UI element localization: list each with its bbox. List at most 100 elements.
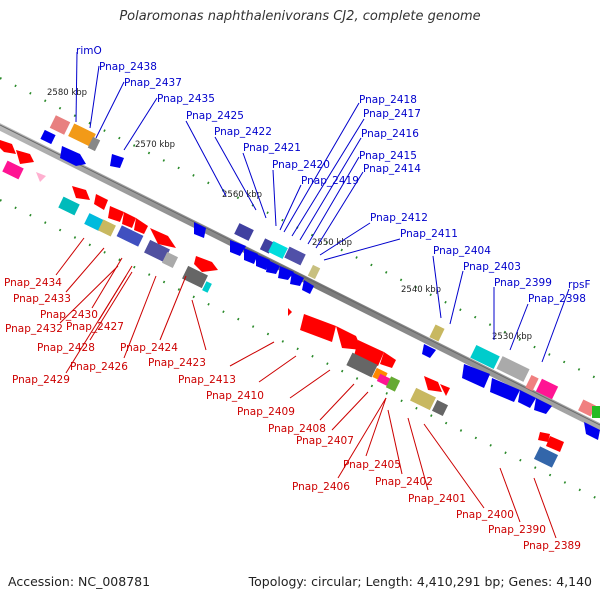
gene-feature	[278, 266, 294, 280]
gene-feature	[440, 384, 450, 396]
gene-label-Pnap_2411: Pnap_2411	[400, 228, 458, 240]
gene-label-Pnap_2404: Pnap_2404	[433, 245, 491, 257]
gene-feature	[60, 146, 86, 166]
gene-feature	[290, 272, 304, 286]
gene-label-Pnap_2401: Pnap_2401	[408, 493, 466, 505]
genome-summary-text: Topology: circular; Length: 4,410,291 bp…	[248, 574, 592, 589]
gene-label-Pnap_2438: Pnap_2438	[99, 61, 157, 73]
gene-feature	[354, 340, 384, 366]
gene-feature	[584, 422, 600, 440]
gene-feature	[385, 376, 401, 392]
gene-label-Pnap_2430: Pnap_2430	[40, 309, 98, 321]
gene-feature	[538, 432, 550, 442]
gene-feature	[256, 254, 270, 270]
gene-label-Pnap_2422: Pnap_2422	[214, 126, 272, 138]
gene-feature	[144, 239, 170, 263]
gene-feature	[533, 446, 559, 468]
gene-feature	[49, 115, 71, 135]
gene-label-Pnap_2421: Pnap_2421	[243, 142, 301, 154]
gene-feature	[284, 246, 306, 266]
gene-feature	[2, 160, 24, 180]
gene-label-Pnap_2399: Pnap_2399	[494, 277, 552, 289]
gene-label-Pnap_2406: Pnap_2406	[292, 481, 350, 493]
gene-label-Pnap_2417: Pnap_2417	[363, 108, 421, 120]
gene-feature	[535, 378, 559, 400]
gene-label-Pnap_2390: Pnap_2390	[488, 524, 546, 536]
gene-label-Pnap_2403: Pnap_2403	[463, 261, 521, 273]
gene-feature	[234, 223, 254, 241]
gene-label-Pnap_2420: Pnap_2420	[272, 159, 330, 171]
gene-feature	[244, 248, 258, 264]
gene-feature	[194, 256, 218, 272]
gene-feature	[592, 406, 600, 418]
gene-feature	[307, 264, 321, 280]
gene-feature	[410, 387, 436, 411]
gene-label-Pnap_2410: Pnap_2410	[206, 390, 264, 402]
gene-label-Pnap_2415: Pnap_2415	[359, 150, 417, 162]
gene-feature	[268, 241, 288, 259]
gene-feature	[68, 123, 96, 147]
gene-feature	[470, 345, 500, 369]
gene-feature	[578, 399, 596, 417]
gene-label-Pnap_2437: Pnap_2437	[124, 77, 182, 89]
gene-label-Pnap_2433: Pnap_2433	[13, 293, 71, 305]
tick-2550-kbp: 2550 kbp	[312, 238, 352, 248]
gene-feature	[110, 154, 124, 168]
gene-feature	[202, 281, 212, 293]
gene-feature	[288, 308, 292, 316]
gene-label-Pnap_2432: Pnap_2432	[5, 323, 63, 335]
gene-feature	[150, 228, 176, 248]
gene-feature	[462, 364, 490, 388]
gene-label-rimO: rimO	[76, 45, 102, 57]
gene-label-Pnap_2398: Pnap_2398	[528, 293, 586, 305]
gene-label-Pnap_2426: Pnap_2426	[70, 361, 128, 373]
tick-2580-kbp: 2580 kbp	[47, 88, 87, 98]
gene-feature	[0, 140, 16, 154]
gene-label-Pnap_2429: Pnap_2429	[12, 374, 70, 386]
gene-label-Pnap_2424: Pnap_2424	[120, 342, 178, 354]
gene-label-Pnap_2405: Pnap_2405	[343, 459, 401, 471]
gene-feature	[87, 136, 101, 152]
gene-feature	[58, 196, 80, 216]
gene-feature	[380, 352, 396, 368]
scale-ticks: 2580 kbp 2570 kbp 2560 kbp 2550 kbp 2540…	[47, 88, 532, 342]
gene-label-Pnap_2413: Pnap_2413	[178, 374, 236, 386]
gene-feature	[108, 206, 124, 222]
gene-label-Pnap_2416: Pnap_2416	[361, 128, 419, 140]
gene-label-rpsF: rpsF	[568, 279, 591, 291]
gene-label-Pnap_2427: Pnap_2427	[66, 321, 124, 333]
tick-2540-kbp: 2540 kbp	[401, 285, 441, 295]
gene-feature	[84, 213, 104, 231]
gene-feature	[98, 219, 116, 237]
gene-label-Pnap_2425: Pnap_2425	[186, 110, 244, 122]
gene-feature	[40, 129, 56, 145]
gene-label-Pnap_2409: Pnap_2409	[237, 406, 295, 418]
gene-label-Pnap_2412: Pnap_2412	[370, 212, 428, 224]
gene-feature	[116, 225, 144, 247]
gene-feature	[194, 222, 206, 238]
gene-feature	[72, 186, 90, 200]
gene-feature	[546, 436, 564, 452]
figure-title: Polaromonas naphthalenivorans CJ2, compl…	[119, 9, 481, 24]
gene-feature	[431, 399, 449, 417]
gene-feature	[266, 260, 280, 274]
gene-feature	[36, 172, 46, 182]
gene-feature	[525, 374, 539, 392]
gene-feature	[230, 240, 246, 256]
gene-label-Pnap_2414: Pnap_2414	[363, 163, 421, 175]
gene-feature	[429, 324, 445, 342]
reverse-strand-genes	[0, 140, 564, 468]
gene-feature	[122, 212, 136, 228]
gene-feature	[346, 352, 378, 378]
gene-feature	[490, 378, 520, 402]
gene-feature	[302, 280, 314, 294]
gene-label-Pnap_2400: Pnap_2400	[456, 509, 514, 521]
gene-label-Pnap_2407: Pnap_2407	[296, 435, 354, 447]
gene-feature	[182, 265, 208, 289]
gene-feature	[518, 390, 536, 408]
gene-feature	[336, 326, 362, 350]
gene-label-Pnap_2423: Pnap_2423	[148, 357, 206, 369]
gene-feature	[161, 251, 179, 269]
gene-label-Pnap_2402: Pnap_2402	[375, 476, 433, 488]
